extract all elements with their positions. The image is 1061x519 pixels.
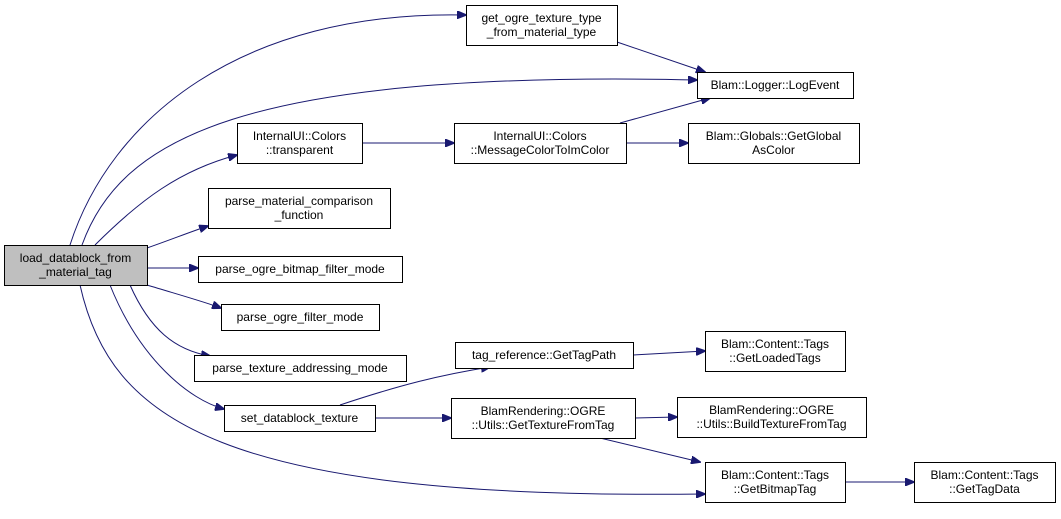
node-label-buildtex-line-1: ::Utils::BuildTextureFromTag (696, 417, 846, 431)
node-get_ogre_texture_type[interactable]: get_ogre_texture_type_from_material_type (466, 5, 618, 46)
node-label-tagdata-line-0: Blam::Content::Tags (930, 468, 1038, 482)
node-box-transparent (237, 123, 363, 164)
node-label-transparent-line-1: ::transparent (266, 143, 334, 157)
node-box-parse_filter (221, 304, 380, 331)
node-label-parse_addr-line-0: parse_texture_addressing_mode (212, 361, 388, 375)
node-box-parse_cmp (208, 188, 391, 229)
node-label-root-line-1: _material_tag (38, 265, 112, 279)
node-box-set_tex (224, 405, 376, 432)
edge-root-to-transparent (94, 155, 237, 246)
edge-msgcolor-to-logger (619, 98, 710, 124)
node-label-buildtex-line-0: BlamRendering::OGRE (709, 403, 834, 417)
node-box-buildtex (677, 397, 867, 438)
node-label-parse_cmp-line-1: _function (274, 208, 324, 222)
edge-root-to-parse_addr (129, 284, 210, 356)
node-logger[interactable]: Blam::Logger::LogEvent (697, 72, 854, 99)
node-label-get_ogre_texture_type-line-0: get_ogre_texture_type (481, 11, 601, 25)
node-box-getglobal (688, 123, 860, 164)
node-buildtex[interactable]: BlamRendering::OGRE::Utils::BuildTexture… (677, 397, 867, 438)
node-tagdata[interactable]: Blam::Content::Tags::GetTagData (914, 462, 1056, 503)
node-box-msgcolor (454, 123, 627, 164)
node-label-getglobal-line-1: AsColor (752, 143, 795, 157)
node-bitmaptag[interactable]: Blam::Content::Tags::GetBitmapTag (705, 462, 846, 503)
node-label-bitmaptag-line-0: Blam::Content::Tags (721, 468, 829, 482)
node-box-parse_bitmap (198, 256, 403, 283)
node-box-tagpath (455, 342, 634, 369)
node-msgcolor[interactable]: InternalUI::Colors::MessageColorToImColo… (454, 123, 627, 164)
edge-root-to-parse_filter (146, 284, 221, 308)
edge-root-to-logger (81, 79, 697, 246)
node-box-tagdata (914, 462, 1056, 503)
node-label-getglobal-line-0: Blam::Globals::GetGlobal (706, 129, 841, 143)
edge-root-to-parse_cmp (146, 226, 208, 249)
edge-gettexfromtag-to-buildtex (634, 417, 677, 418)
node-label-get_ogre_texture_type-line-1: _from_material_type (486, 25, 597, 39)
node-label-set_tex-line-0: set_datablock_texture (241, 411, 359, 425)
node-label-root-line-0: load_datablock_from (20, 251, 131, 265)
node-box-logger (697, 72, 854, 99)
node-label-gettexfromtag-line-0: BlamRendering::OGRE (481, 404, 606, 418)
node-label-logger-line-0: Blam::Logger::LogEvent (711, 78, 840, 92)
node-label-parse_filter-line-0: parse_ogre_filter_mode (237, 310, 364, 324)
node-parse_addr[interactable]: parse_texture_addressing_mode (194, 355, 407, 382)
node-loadedtags[interactable]: Blam::Content::Tags::GetLoadedTags (705, 331, 846, 372)
node-box-root (4, 245, 148, 286)
node-label-parse_cmp-line-0: parse_material_comparison (225, 194, 373, 208)
node-box-get_ogre_texture_type (466, 5, 618, 46)
node-root[interactable]: load_datablock_from_material_tag (4, 245, 148, 286)
node-set_tex[interactable]: set_datablock_texture (224, 405, 376, 432)
node-box-loadedtags (705, 331, 846, 372)
node-label-transparent-line-0: InternalUI::Colors (253, 129, 346, 143)
node-label-loadedtags-line-1: ::GetLoadedTags (729, 351, 820, 365)
node-tagpath[interactable]: tag_reference::GetTagPath (455, 342, 634, 369)
edge-root-to-set_tex (109, 284, 224, 409)
node-label-tagdata-line-1: ::GetTagData (949, 482, 1020, 496)
node-gettexfromtag[interactable]: BlamRendering::OGRE::Utils::GetTextureFr… (451, 398, 636, 439)
edge-gettexfromtag-to-bitmaptag (599, 437, 700, 462)
edge-root-to-bitmaptag (79, 284, 705, 494)
node-parse_filter[interactable]: parse_ogre_filter_mode (221, 304, 380, 331)
node-box-parse_addr (194, 355, 407, 382)
edge-set_tex-to-tagpath (339, 367, 490, 406)
node-label-loadedtags-line-0: Blam::Content::Tags (721, 337, 829, 351)
edge-tagpath-to-loadedtags (632, 351, 705, 356)
node-label-bitmaptag-line-1: ::GetBitmapTag (734, 482, 817, 496)
node-box-gettexfromtag (451, 398, 636, 439)
edge-get_ogre_texture_type-to-logger (616, 41, 705, 72)
node-transparent[interactable]: InternalUI::Colors::transparent (237, 123, 363, 164)
node-parse_bitmap[interactable]: parse_ogre_bitmap_filter_mode (198, 256, 403, 283)
node-label-gettexfromtag-line-1: ::Utils::GetTextureFromTag (472, 418, 615, 432)
nodes-layer: load_datablock_from_material_tag get_ogre… (4, 5, 1056, 503)
node-label-parse_bitmap-line-0: parse_ogre_bitmap_filter_mode (215, 262, 385, 276)
node-label-msgcolor-line-1: ::MessageColorToImColor (471, 143, 610, 157)
node-parse_cmp[interactable]: parse_material_comparison_function (208, 188, 391, 229)
edge-root-to-get_ogre_texture_type (69, 15, 466, 246)
node-label-msgcolor-line-0: InternalUI::Colors (493, 129, 586, 143)
edges-layer (69, 15, 914, 494)
node-box-bitmaptag (705, 462, 846, 503)
node-label-tagpath-line-0: tag_reference::GetTagPath (472, 348, 616, 362)
